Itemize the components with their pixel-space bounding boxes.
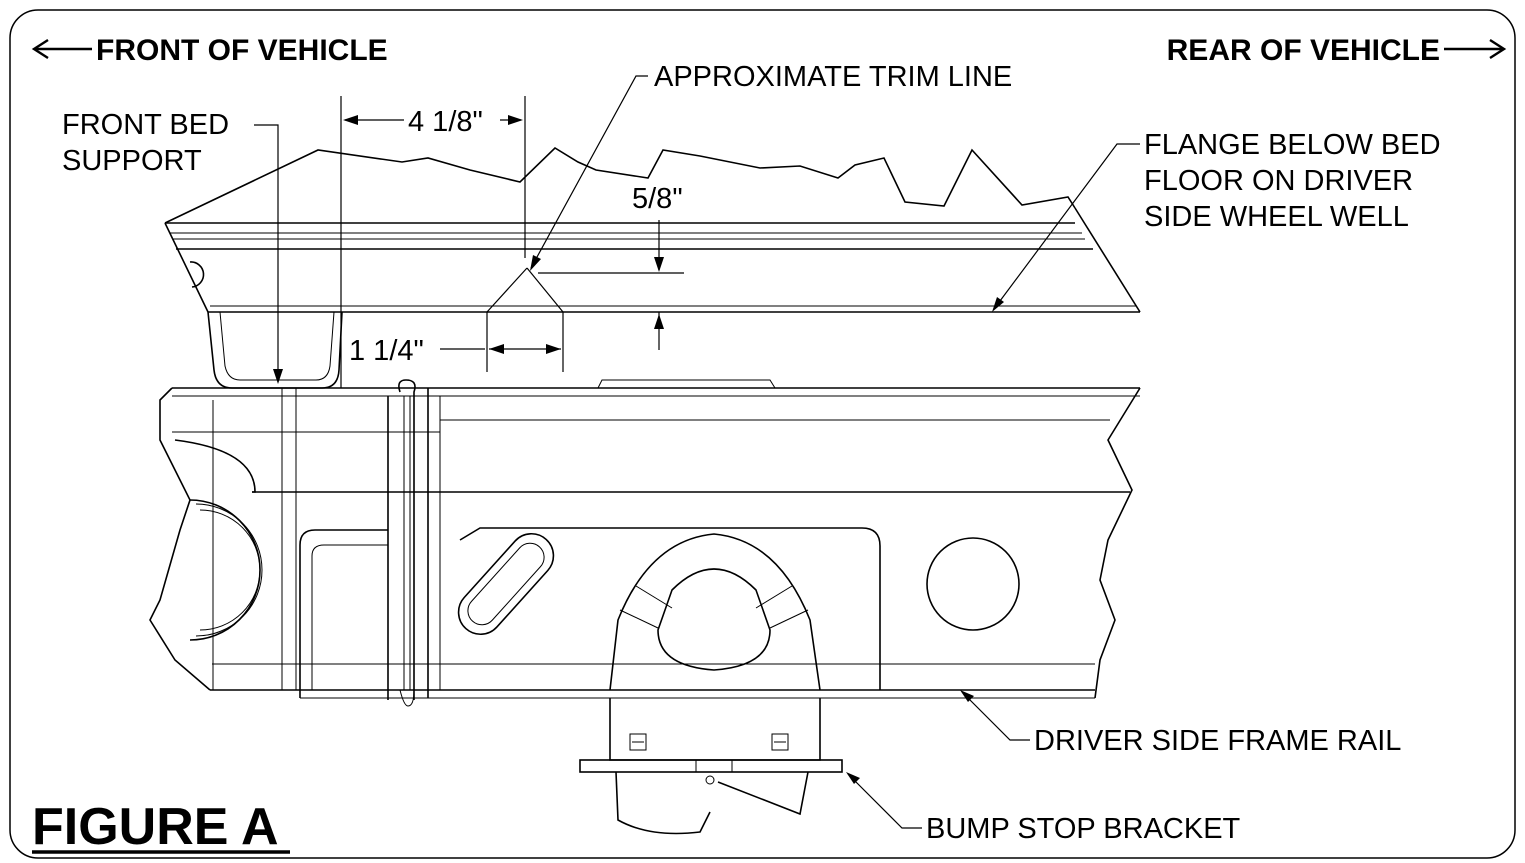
dimension-trim-width xyxy=(440,344,561,354)
bump-stop-bracket xyxy=(579,698,843,835)
drawing-border xyxy=(9,9,1516,859)
frame-rail-leader xyxy=(960,690,1030,741)
front-bed-support-channel xyxy=(207,311,343,389)
rear-of-vehicle-label: REAR OF VEHICLE xyxy=(1167,34,1440,67)
dimension-vertical-offset xyxy=(538,220,684,350)
bump-stop-bracket-label: BUMP STOP BRACKET xyxy=(926,813,1241,845)
dimension-vertical-offset-text: 5/8" xyxy=(632,183,683,215)
bump-stop-bracket-leader xyxy=(846,772,922,829)
dimension-horizontal-offset xyxy=(340,96,526,388)
approximate-trim-line-label: APPROXIMATE TRIM LINE xyxy=(654,61,1012,93)
flange-leader xyxy=(992,143,1140,312)
trim-line-leader xyxy=(530,75,648,271)
front-of-vehicle-label: FRONT OF VEHICLE xyxy=(96,34,388,67)
driver-side-frame-rail-label: DRIVER SIDE FRAME RAIL xyxy=(1034,725,1401,757)
bed-floor-flange xyxy=(164,146,1141,313)
dimension-trim-width-text: 1 1/4" xyxy=(349,335,424,367)
trim-line-mark xyxy=(486,267,564,372)
flange-label-line1: FLANGE BELOW BED xyxy=(1144,129,1441,161)
flange-label-line2: FLOOR ON DRIVER xyxy=(1144,165,1413,197)
front-of-vehicle-arrow xyxy=(31,38,92,60)
flange-label-line3: SIDE WHEEL WELL xyxy=(1144,201,1409,233)
front-bed-support-leader xyxy=(254,124,283,384)
figure-title: FIGURE A xyxy=(32,798,279,856)
frame-rail xyxy=(149,379,1141,707)
front-bed-support-label-line2: SUPPORT xyxy=(62,145,202,177)
rear-of-vehicle-arrow xyxy=(1444,38,1507,60)
front-bed-support-label-line1: FRONT BED xyxy=(62,109,229,141)
dimension-horizontal-offset-text: 4 1/8" xyxy=(408,106,483,138)
